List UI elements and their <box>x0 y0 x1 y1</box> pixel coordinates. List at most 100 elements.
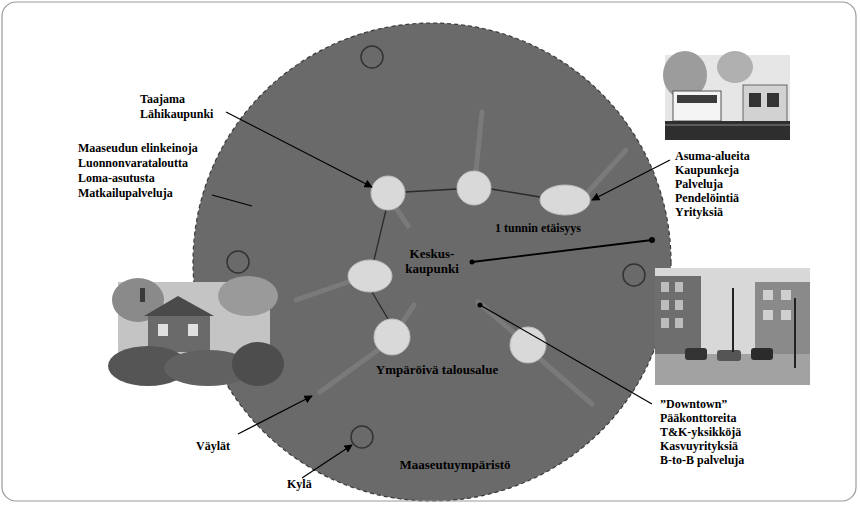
cottage-photo <box>118 282 270 380</box>
leader-line <box>480 305 652 404</box>
road-thick <box>296 282 348 300</box>
leader-line <box>592 160 670 200</box>
housing-photo <box>677 95 717 103</box>
leader-line <box>226 112 372 187</box>
road-thin <box>372 189 540 319</box>
street-photo <box>675 318 683 328</box>
cottage-photo <box>218 276 278 316</box>
street-photo <box>661 300 669 310</box>
annotation-label: Asuma-alueita <box>675 150 750 164</box>
annotation-label: Maaseudun elinkeinoja <box>78 142 198 156</box>
street-photo <box>781 290 791 300</box>
cottage-photo <box>164 350 252 386</box>
street-photo <box>675 300 683 310</box>
cottage-photo <box>188 324 198 336</box>
village-circle <box>351 426 373 448</box>
road-thin <box>405 189 457 192</box>
annotation-label: ”Downtown” <box>660 398 727 412</box>
zone-label: Ympäröivä talousalue <box>376 363 498 378</box>
street-photo <box>655 268 810 385</box>
housing-photo <box>673 91 721 121</box>
street-photo <box>655 276 701 356</box>
housing-photo <box>743 85 787 123</box>
leader-line <box>212 195 252 206</box>
road-thin <box>372 292 388 319</box>
annotation-label: Väylät <box>196 440 230 454</box>
village-circle <box>623 264 645 286</box>
town-ellipse <box>371 176 405 210</box>
housing-photo <box>663 51 707 99</box>
street-photo <box>685 348 707 360</box>
annotation-label: B-to-B palveluja <box>660 454 744 468</box>
road-thick <box>588 150 626 192</box>
village-circle <box>227 46 645 448</box>
annotation-label: Pendelöintiä <box>675 192 739 206</box>
housing-photo <box>665 121 790 140</box>
annotation-label: Pääkonttoreita <box>660 412 736 426</box>
annotation-label: Lähikaupunki <box>140 108 213 122</box>
road-thick <box>320 350 378 392</box>
street-photo <box>717 350 741 361</box>
annotation-label: Luonnonvarataloutta <box>78 157 188 171</box>
housing-photo <box>717 51 753 83</box>
annotation-label: T&K-yksikköjä <box>660 426 741 440</box>
street-photo <box>763 290 773 300</box>
town-ellipse <box>540 185 590 215</box>
street-photo <box>661 318 669 328</box>
road-thick <box>540 359 592 404</box>
street-photo <box>763 310 773 320</box>
cottage-photo <box>144 296 214 316</box>
road-thick <box>296 112 626 404</box>
town-ellipse <box>374 319 410 355</box>
cottage-photo <box>140 288 145 302</box>
road-thin <box>374 210 386 260</box>
annotation-label: Palveluja <box>675 178 723 192</box>
road-thin <box>491 189 540 197</box>
street-photo <box>755 282 810 354</box>
annotation-label: 1 tunnin etäisyys <box>495 222 581 236</box>
leader-dot <box>649 237 655 243</box>
town-ellipse <box>510 327 546 363</box>
cottage-photo <box>158 324 168 336</box>
annotation-label: Taajama <box>140 93 185 107</box>
street-photo <box>661 282 669 292</box>
leader-line <box>238 396 312 434</box>
road-thick <box>478 302 514 333</box>
leader-dot <box>470 237 656 308</box>
town-ellipse <box>457 171 491 205</box>
leader-line <box>212 112 670 478</box>
street-photo <box>781 310 791 320</box>
cottage-photo <box>112 278 164 322</box>
cottage-photo <box>108 276 284 386</box>
village-circle <box>361 46 383 68</box>
cottage-photo <box>148 316 210 352</box>
street-photo <box>751 348 773 360</box>
leader-dot <box>470 260 475 265</box>
housing-photo <box>767 93 779 107</box>
cottage-photo <box>232 342 284 386</box>
housing-photo <box>749 93 761 107</box>
street-photo <box>655 354 810 385</box>
annotation-label: Matkailupalveluja <box>78 187 173 201</box>
zone-label: Keskus-kaupunki <box>390 247 474 277</box>
street-photo <box>675 282 683 292</box>
road-thick <box>396 208 408 226</box>
leader-dot <box>478 303 483 308</box>
annotation-label: Kaupunkeja <box>675 164 739 178</box>
street-photo <box>732 288 734 352</box>
rural-zone-circle: Keskus-kaupunkiYmpäröivä talousalueMaase… <box>192 22 672 502</box>
annotation-label: Kylä <box>287 478 312 492</box>
housing-photo <box>665 125 790 126</box>
annotation-label: Yrityksiä <box>675 206 723 220</box>
leader-line <box>302 445 352 478</box>
town-ellipse <box>348 260 392 292</box>
street-photo <box>794 298 796 368</box>
cottage-photo <box>108 346 188 386</box>
housing-photo <box>665 55 790 140</box>
rural-zone-circle <box>193 23 671 501</box>
town-ellipse <box>348 171 590 363</box>
annotation-label: Loma-asutusta <box>78 172 155 186</box>
road-thick <box>476 112 482 171</box>
